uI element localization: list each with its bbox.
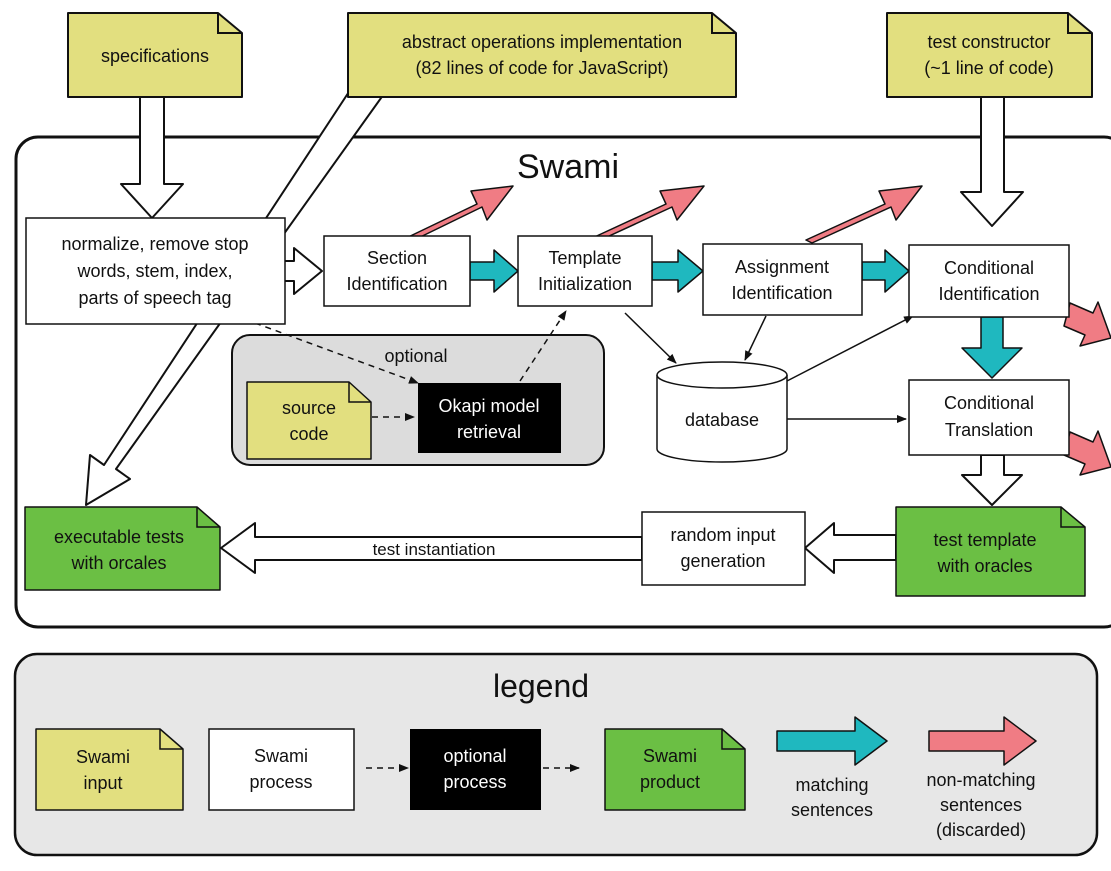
svg-text:Template: Template [548,248,621,268]
svg-text:executable tests: executable tests [54,527,184,547]
svg-text:words, stem, index,: words, stem, index, [76,261,232,281]
svg-text:Initialization: Initialization [538,274,632,294]
svg-text:optional: optional [443,746,506,766]
okapi-to-template-connector [519,310,567,382]
executable-tests-product: executable tests with orcales [24,506,221,591]
abstract-ops-input: abstract operations implementation (82 l… [347,12,737,98]
template-initialization-process: Template Initialization [517,235,653,307]
normalize-process: normalize, remove stop words, stem, inde… [25,217,286,325]
assignment-to-database-connector [744,315,767,361]
matching-arrow-3 [861,249,910,293]
svg-text:parts of speech tag: parts of speech tag [78,288,231,308]
database-to-conditional-id-connector [786,315,914,382]
specifications-input: specifications [67,12,243,98]
svg-text:test template: test template [933,530,1036,550]
test-constructor-input: test constructor (~1 line of code) [886,12,1093,98]
legend-nonmatching-line3: (discarded) [936,820,1026,840]
section-identification-process: Section Identification [323,235,471,307]
legend-nonmatching-arrow [928,716,1037,766]
svg-text:Swami: Swami [254,746,308,766]
abstract-ops-line2: (82 lines of code for JavaScript) [415,58,668,78]
legend-matching-arrow [776,716,888,766]
assignment-identification-process: Assignment Identification [702,243,863,316]
specifications-feed-arrow [120,96,184,219]
conditional-translation-process: Conditional Translation [908,379,1070,456]
legend-nonmatching-line2: sentences [940,795,1022,815]
svg-text:process: process [443,772,506,792]
svg-text:process: process [249,772,312,792]
svg-text:random input: random input [670,525,775,545]
svg-text:generation: generation [680,551,765,571]
test-instantiation-arrow [220,522,643,574]
legend-swami-process: Swami process [208,728,355,811]
nonmatching-arrow-4 [1063,301,1111,347]
random-input-process: random input generation [641,511,806,586]
source-code-input: source code [246,381,372,460]
nonmatching-arrow-3 [805,185,923,244]
test-template-product: test template with oracles [895,506,1086,597]
svg-text:Okapi model: Okapi model [438,396,539,416]
nonmatching-arrow-5 [1063,430,1111,476]
legend-swami-input: Swami input [35,728,184,811]
database-label: database [685,410,759,430]
template-to-random-arrow [804,522,897,574]
optional-label: optional [384,346,447,366]
test-constructor-line1: test constructor [927,32,1050,52]
svg-text:retrieval: retrieval [457,422,521,442]
svg-text:Conditional: Conditional [944,258,1034,278]
svg-text:with orcales: with orcales [70,553,166,573]
svg-text:Conditional: Conditional [944,393,1034,413]
test-instantiation-label: test instantiation [373,540,496,559]
legend-nonmatching-line1: non-matching [926,770,1035,790]
translation-to-template-arrow [961,454,1023,506]
okapi-retrieval-process: Okapi model retrieval [418,383,561,453]
test-constructor-line2: (~1 line of code) [924,58,1054,78]
svg-text:normalize, remove stop: normalize, remove stop [61,234,248,254]
specifications-label: specifications [101,46,209,66]
svg-text:Swami: Swami [76,747,130,767]
svg-text:with oracles: with oracles [936,556,1032,576]
conditional-identification-process: Conditional Identification [908,244,1070,318]
template-to-database-connector [624,312,677,364]
svg-text:Assignment: Assignment [735,257,829,277]
swami-title: Swami [517,148,619,186]
svg-text:code: code [289,424,328,444]
svg-text:Identification: Identification [731,283,832,303]
svg-text:product: product [640,772,700,792]
legend-matching-line1: matching [795,775,868,795]
legend-title: legend [493,668,589,704]
normalize-to-okapi-connector [254,322,419,384]
svg-text:Translation: Translation [945,420,1033,440]
svg-text:Section: Section [367,248,427,268]
database-store: database [656,361,788,463]
svg-text:Identification: Identification [346,274,447,294]
abstract-ops-line1: abstract operations implementation [402,32,682,52]
svg-text:source: source [282,398,336,418]
legend-matching-line2: sentences [791,800,873,820]
matching-arrow-4 [961,316,1023,379]
matching-arrow-2 [651,249,704,293]
test-constructor-feed-arrow [960,96,1024,227]
legend-optional-process: optional process [410,729,541,810]
matching-arrow-1 [469,249,519,293]
svg-text:input: input [83,773,122,793]
svg-text:Swami: Swami [643,746,697,766]
legend-swami-product: Swami product [604,728,746,811]
svg-text:Identification: Identification [938,284,1039,304]
